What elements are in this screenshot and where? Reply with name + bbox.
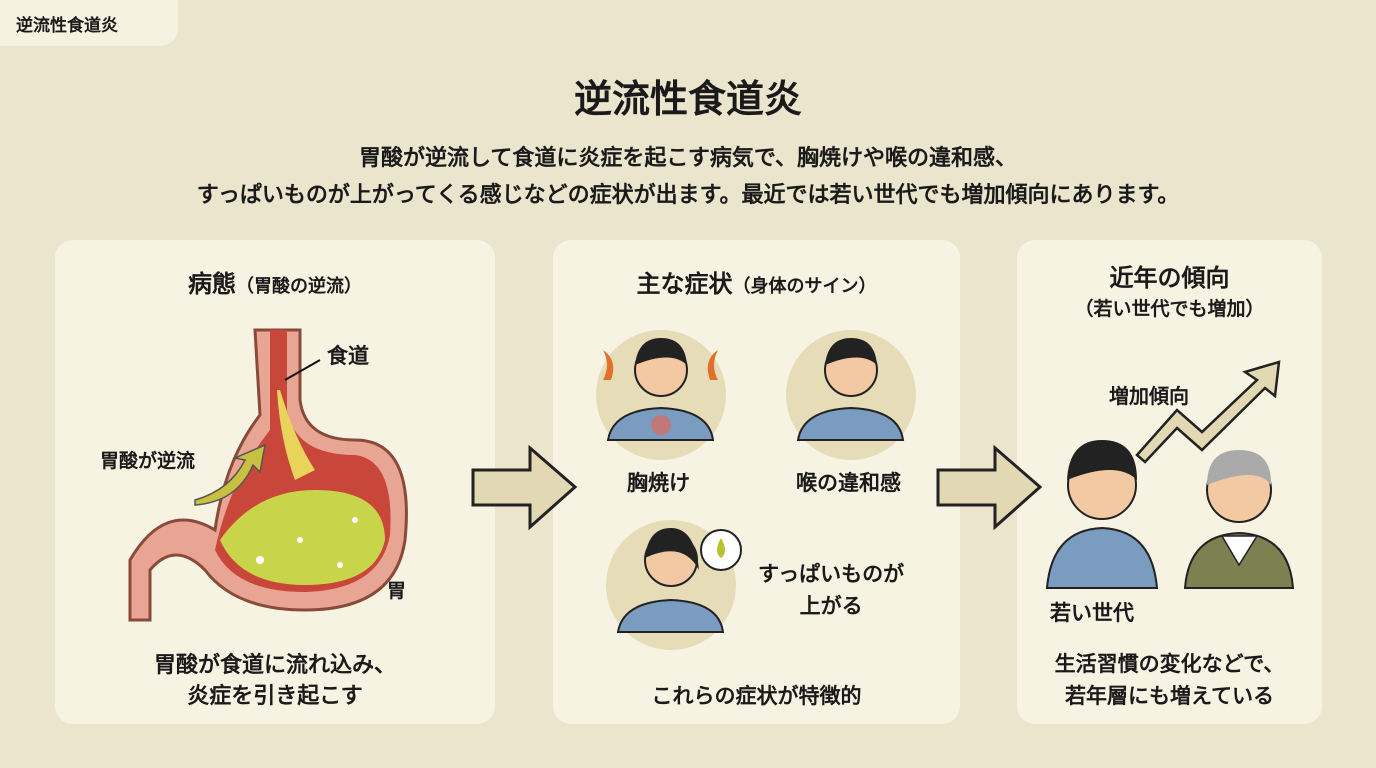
card-symptoms: 主な症状（身体のサイン） 胸焼け 喉の違和感 すっぱいものが上がる これらの症状…	[553, 240, 960, 724]
symptom-throat-label: 喉の違和感	[796, 471, 901, 495]
trend-illustration	[1045, 360, 1295, 589]
trend-arrow-icon	[1135, 360, 1281, 464]
card-trend-subtitle: （若い世代でも増加）	[1074, 298, 1265, 320]
card-pathology-title: 病態（胃酸の逆流）	[188, 270, 362, 298]
card-pathology: 病態（胃酸の逆流） 食道 胃酸が逆流 胃 胃酸が食道に流れ込み、炎症を引き起こす	[55, 240, 495, 724]
stomach-illustration	[128, 328, 408, 622]
young-generation-label: 若い世代	[1050, 601, 1134, 625]
label-stomach: 胃	[387, 580, 407, 602]
label-esophagus: 食道	[327, 344, 369, 368]
elderly-person-icon	[1183, 450, 1295, 589]
subtitle-line-1: 胃酸が逆流して食道に炎症を起こす病気で、胸焼けや喉の違和感、	[358, 146, 1018, 171]
page-title: 逆流性食道炎	[573, 77, 802, 121]
label-reflux: 胃酸が逆流	[100, 450, 196, 472]
heartburn-person-icon	[596, 330, 726, 460]
card-symptoms-caption: これらの症状が特徴的	[651, 684, 862, 708]
card-pathology-caption: 胃酸が食道に流れ込み、炎症を引き起こす	[153, 653, 396, 709]
flow-arrow-icon-1	[471, 445, 578, 530]
throat-discomfort-person-icon	[786, 330, 916, 460]
symptom-heartburn-label: 胸焼け	[627, 471, 690, 495]
symptom-illustrations	[596, 330, 916, 650]
sour-person-icon	[606, 520, 742, 650]
card-trend-title: 近年の傾向	[1109, 264, 1230, 292]
flow-arrow-icon-2	[936, 445, 1043, 530]
trend-label: 増加傾向	[1109, 384, 1189, 408]
card-trend: 近年の傾向 （若い世代でも増加） 増加傾向 若い世代 生活習慣の変化などで、若年…	[1017, 240, 1322, 724]
card-symptoms-title: 主な症状（身体のサイン）	[636, 270, 877, 298]
card-trend-caption: 生活習慣の変化などで、若年層にも増えている	[1054, 652, 1285, 708]
top-tab-label: 逆流性食道炎	[0, 0, 178, 46]
symptom-sour-label: すっぱいものが上がる	[758, 562, 905, 618]
young-person-icon	[1045, 440, 1159, 589]
subtitle-line-2: すっぱいものが上がってくる感じなどの症状が出ます。最近では若い世代でも増加傾向に…	[196, 183, 1180, 208]
